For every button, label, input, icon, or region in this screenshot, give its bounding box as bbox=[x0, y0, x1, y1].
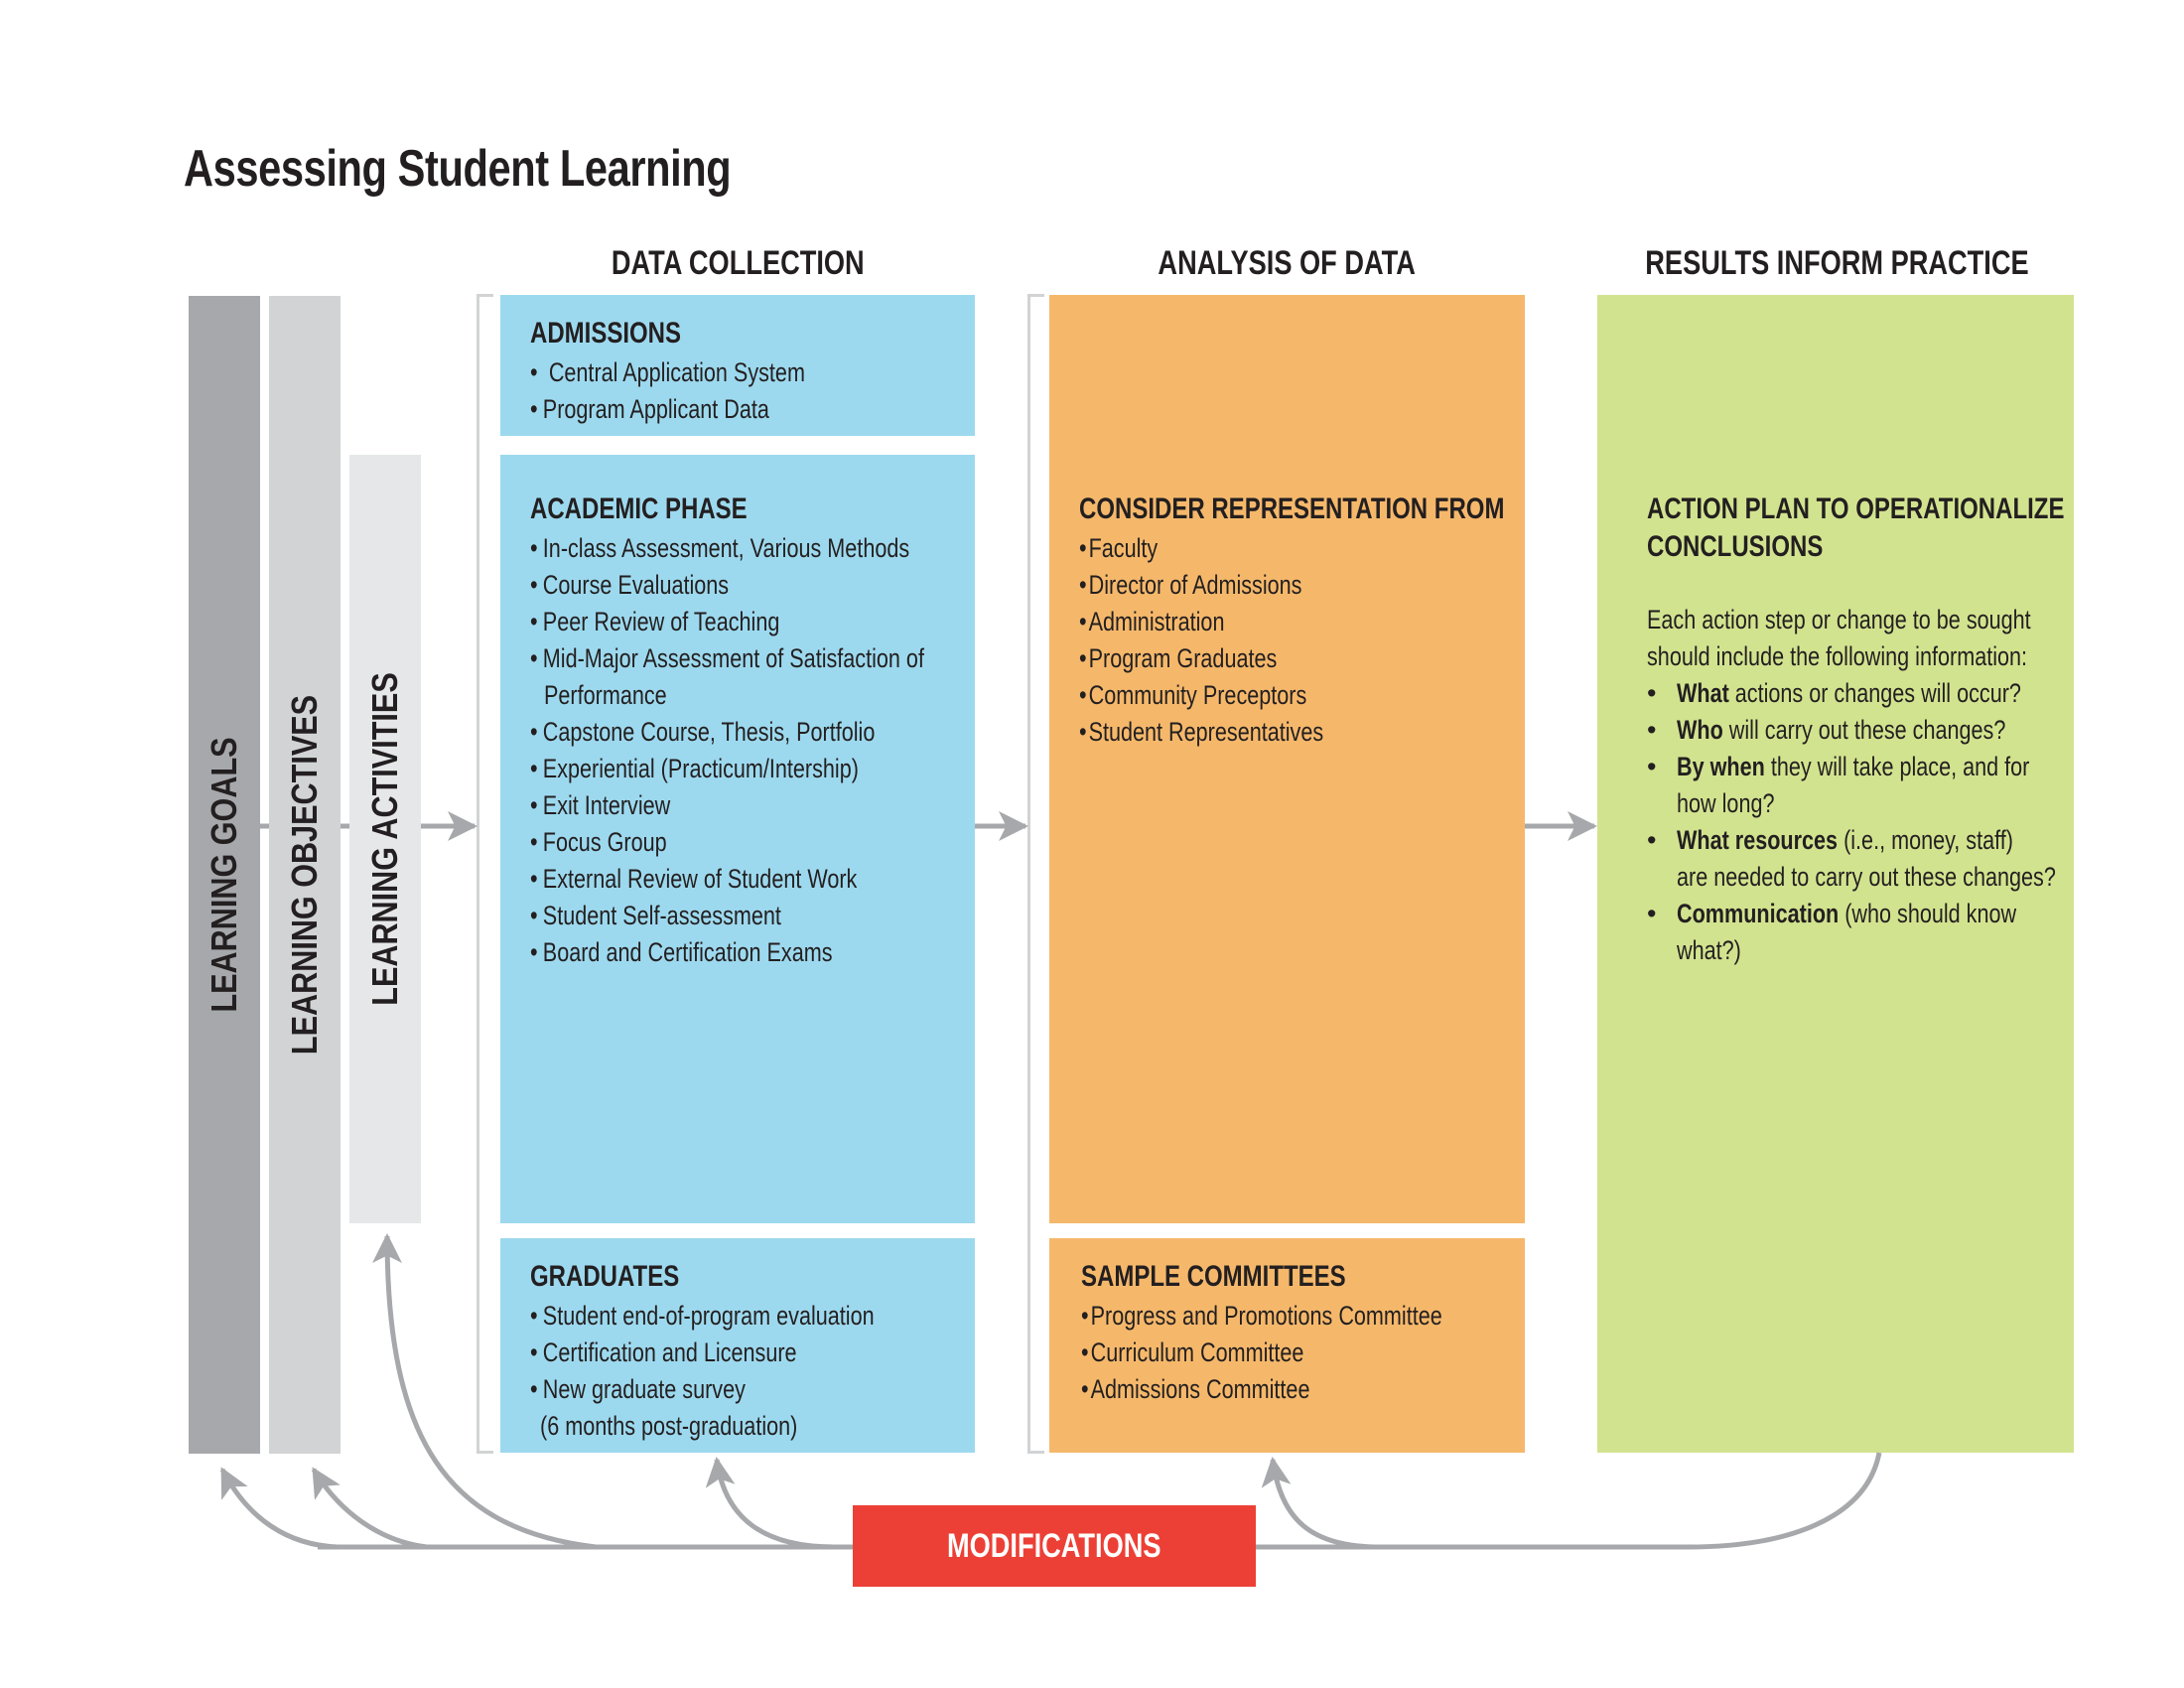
admissions-heading: ADMISSIONS bbox=[530, 317, 682, 350]
list-item: •What resources (i.e., money, staff)are … bbox=[1647, 825, 2056, 892]
committees-box: SAMPLE COMMITTEES •Progress and Promotio… bbox=[1049, 1238, 1525, 1453]
modifications-box: MODIFICATIONS bbox=[853, 1505, 1256, 1587]
list-item: •Course Evaluations bbox=[530, 570, 730, 600]
list-item: •What actions or changes will occur? bbox=[1647, 678, 2021, 708]
learning-objectives-label: LEARNING OBJECTIVES bbox=[284, 694, 325, 1055]
list-item: •Administration bbox=[1079, 607, 1225, 636]
list-item: •Director of Admissions bbox=[1079, 570, 1302, 600]
page-title: Assessing Student Learning bbox=[184, 139, 868, 199]
graduates-box: GRADUATES •Student end-of-program evalua… bbox=[500, 1238, 975, 1453]
arrow-to-learning-objectives bbox=[311, 1467, 428, 1550]
header-data-collection-text: DATA COLLECTION bbox=[611, 244, 865, 282]
modifications-label: MODIFICATIONS bbox=[947, 1526, 1161, 1565]
list-item: •In-class Assessment, Various Methods bbox=[530, 533, 910, 563]
learning-goals-label: LEARNING GOALS bbox=[204, 737, 244, 1013]
committees-heading: SAMPLE COMMITTEES bbox=[1081, 1260, 1346, 1293]
list-item: •Program Graduates bbox=[1079, 643, 1278, 673]
results-to-modifications-curve bbox=[1687, 1452, 1882, 1550]
list-item: •Student end-of-program evaluation bbox=[530, 1301, 875, 1331]
header-analysis-text: ANALYSIS OF DATA bbox=[1158, 244, 1417, 282]
list-item: •Curriculum Committee bbox=[1081, 1337, 1304, 1367]
list-item: •Student Representatives bbox=[1079, 717, 1324, 747]
list-item-continuation: Performance bbox=[544, 680, 667, 710]
action-plan-heading: ACTION PLAN TO OPERATIONALIZE CONCLUSION… bbox=[1647, 492, 2065, 563]
graduates-heading: GRADUATES bbox=[530, 1260, 680, 1293]
page-title-text: Assessing Student Learning bbox=[184, 140, 732, 198]
list-item: •Student Self-assessment bbox=[530, 901, 781, 930]
list-item: •Admissions Committee bbox=[1081, 1374, 1310, 1404]
header-results-text: RESULTS INFORM PRACTICE bbox=[1645, 244, 2029, 282]
list-item: •Focus Group bbox=[530, 827, 667, 857]
learning-activities-label: LEARNING ACTIVITIES bbox=[364, 672, 405, 1006]
admissions-box: ADMISSIONS • Central Application System … bbox=[500, 295, 975, 436]
representation-box: CONSIDER REPRESENTATION FROM •Faculty •D… bbox=[1049, 295, 1525, 1223]
list-item: •Board and Certification Exams bbox=[530, 937, 833, 967]
list-item-continuation: (6 months post-graduation) bbox=[540, 1411, 798, 1441]
list-item: •Faculty bbox=[1079, 533, 1159, 563]
representation-heading: CONSIDER REPRESENTATION FROM bbox=[1079, 492, 1505, 525]
learning-goals-bar: LEARNING GOALS bbox=[189, 296, 260, 1454]
data-collection-bracket bbox=[477, 294, 493, 1454]
academic-phase-heading: ACADEMIC PHASE bbox=[530, 492, 748, 525]
learning-objectives-bar: LEARNING OBJECTIVES bbox=[269, 296, 341, 1454]
list-item: •New graduate survey bbox=[530, 1374, 746, 1404]
list-item: •Certification and Licensure bbox=[530, 1337, 797, 1367]
list-item: •Exit Interview bbox=[530, 790, 671, 820]
arrow-to-graduates bbox=[705, 1457, 835, 1550]
list-item: •Program Applicant Data bbox=[530, 394, 769, 424]
action-plan-box: ACTION PLAN TO OPERATIONALIZE CONCLUSION… bbox=[1597, 295, 2074, 1453]
list-item: •Community Preceptors bbox=[1079, 680, 1307, 710]
learning-activities-bar: LEARNING ACTIVITIES bbox=[349, 455, 421, 1223]
list-item: •Mid-Major Assessment of Satisfaction of bbox=[530, 643, 924, 673]
header-analysis-of-data: ANALYSIS OF DATA bbox=[1049, 244, 1525, 283]
list-item: •Capstone Course, Thesis, Portfolio bbox=[530, 717, 876, 747]
action-plan-intro: Each action step or change to be sought … bbox=[1647, 605, 2031, 671]
analysis-bracket bbox=[1027, 294, 1044, 1454]
list-item: •Peer Review of Teaching bbox=[530, 607, 780, 636]
list-item: •External Review of Student Work bbox=[530, 864, 858, 894]
arrow-to-learning-goals bbox=[219, 1467, 339, 1550]
list-item: •Experiential (Practicum/Intership) bbox=[530, 754, 859, 783]
list-item: •Who will carry out these changes? bbox=[1647, 715, 2006, 745]
header-data-collection: DATA COLLECTION bbox=[500, 244, 975, 283]
list-item: • Central Application System bbox=[530, 357, 805, 387]
header-results-inform-practice: RESULTS INFORM PRACTICE bbox=[1597, 244, 2074, 283]
academic-phase-box: ACADEMIC PHASE •In-class Assessment, Var… bbox=[500, 455, 975, 1223]
list-item: •Progress and Promotions Committee bbox=[1081, 1301, 1442, 1331]
arrow-to-committees bbox=[1261, 1457, 1381, 1550]
